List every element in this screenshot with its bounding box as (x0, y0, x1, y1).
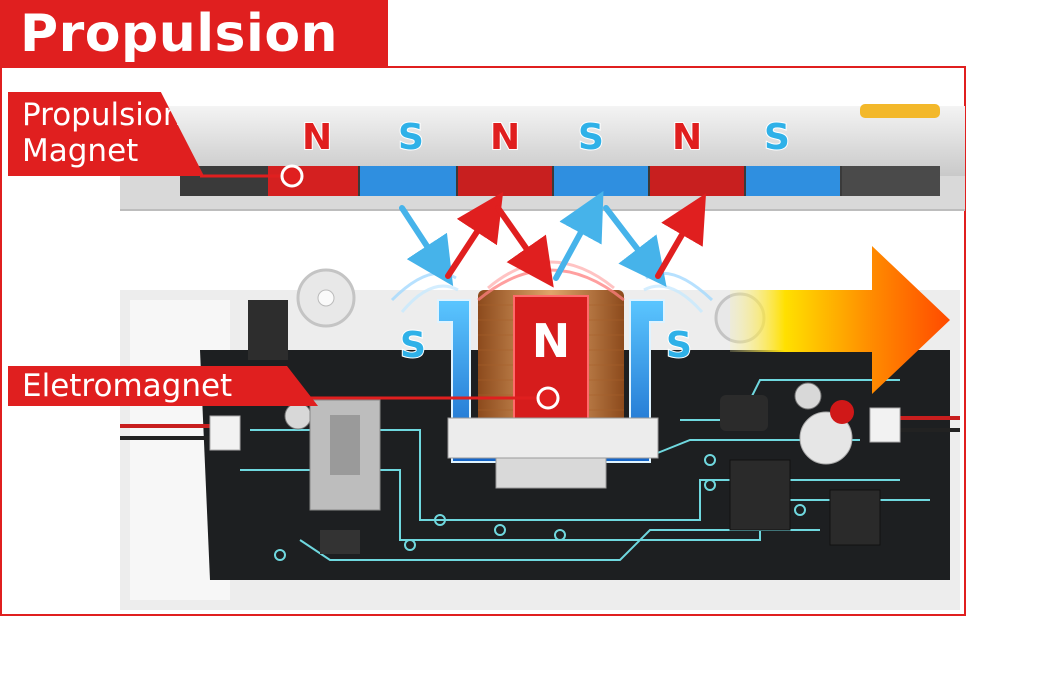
rail-pole-2: S (397, 117, 425, 158)
diagram-title: Propulsion (20, 4, 339, 64)
propulsion-rail (120, 104, 965, 211)
coil-pole-left: S (399, 325, 427, 366)
electromagnet-label-text: Eletromagnet (22, 368, 233, 404)
rail-pole-4: S (577, 117, 605, 158)
direction-arrow (730, 246, 950, 394)
rail-pole-1: N (301, 117, 333, 158)
force-arrows (399, 190, 707, 288)
propulsion-magnet-label-line2: Magnet (22, 133, 139, 169)
title-banner: Propulsion (0, 0, 388, 68)
electromagnet-label: Eletromagnet (8, 366, 318, 406)
rail-pole-5: N (671, 117, 703, 158)
electromagnet (437, 290, 665, 489)
rail-pole-6: S (763, 117, 791, 158)
coil-pole-center: N (531, 314, 571, 368)
coil-pole-right: S (665, 325, 693, 366)
rail-pole-3: N (489, 117, 521, 158)
propulsion-magnet-label-line1: Propulsion (22, 97, 183, 133)
